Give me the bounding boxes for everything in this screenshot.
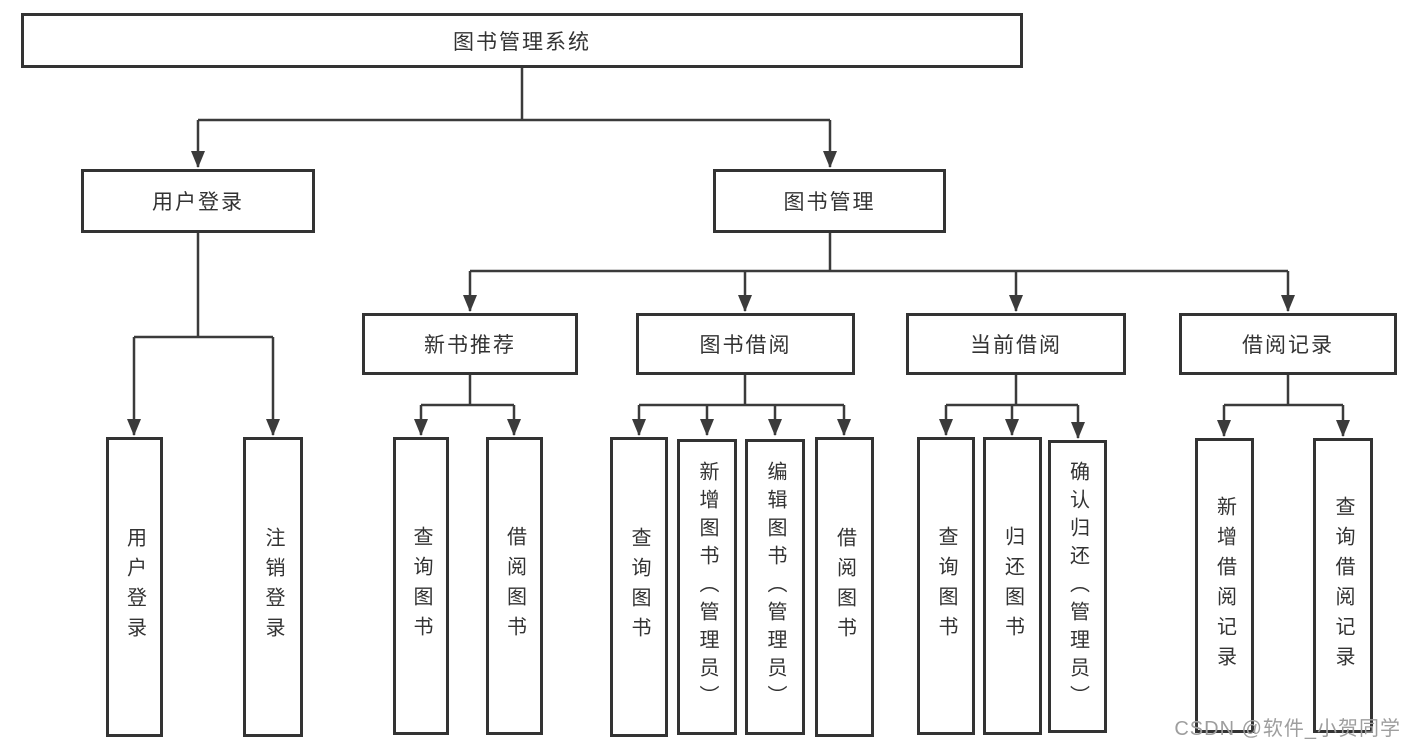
node-leaf-query-book-1: 查询图书	[393, 437, 449, 735]
csdn-watermark: CSDN @软件_小贺同学	[1174, 718, 1401, 740]
node-user-login: 用户登录	[81, 169, 315, 233]
node-leaf-add-borrow-record: 新增借阅记录	[1195, 438, 1254, 733]
node-book-management: 图书管理	[713, 169, 946, 233]
node-leaf-query-book-3: 查询图书	[917, 437, 975, 735]
node-current-borrowing: 当前借阅	[906, 313, 1126, 375]
node-leaf-edit-book-admin: 编辑图书（管理员）	[745, 439, 805, 735]
node-leaf-add-book-admin: 新增图书（管理员）	[677, 439, 737, 735]
node-leaf-query-book-2: 查询图书	[610, 437, 668, 737]
node-leaf-user-login: 用户登录	[106, 437, 163, 737]
node-library-management-system: 图书管理系统	[21, 13, 1023, 68]
node-leaf-query-borrow-record: 查询借阅记录	[1313, 438, 1373, 733]
node-new-book-recommend: 新书推荐	[362, 313, 578, 375]
node-leaf-return-book: 归还图书	[983, 437, 1042, 735]
node-leaf-confirm-return-admin: 确认归还（管理员）	[1048, 440, 1107, 733]
node-leaf-borrow-book-2: 借阅图书	[815, 437, 874, 737]
node-borrowing-records: 借阅记录	[1179, 313, 1397, 375]
node-leaf-logout: 注销登录	[243, 437, 303, 737]
node-leaf-borrow-book-1: 借阅图书	[486, 437, 543, 735]
node-book-borrowing: 图书借阅	[636, 313, 855, 375]
